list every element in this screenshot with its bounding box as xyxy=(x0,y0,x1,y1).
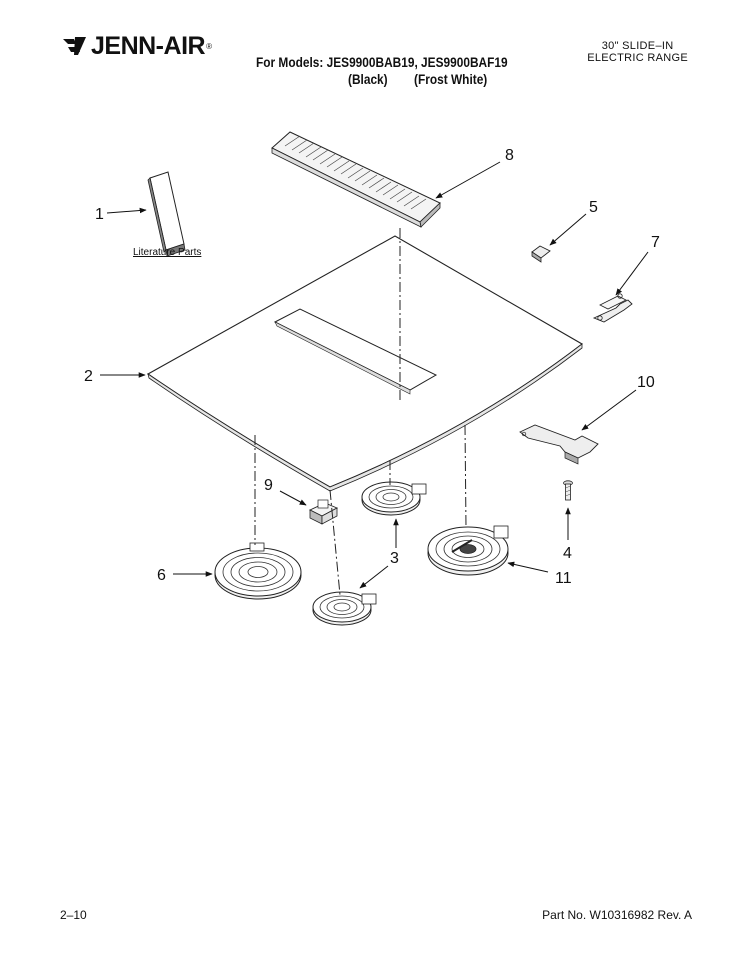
leader-1 xyxy=(106,207,147,214)
callout-2: 2 xyxy=(84,368,93,385)
alignment-lines xyxy=(254,228,467,596)
product-line-1: 30" SLIDE–IN xyxy=(601,40,674,52)
clip-part xyxy=(531,245,551,263)
large-heating-element xyxy=(214,542,302,600)
callout-9: 9 xyxy=(264,477,273,494)
literature-booklet xyxy=(147,171,186,257)
callout-11: 11 xyxy=(555,570,572,587)
part-number: Part No. W10316982 Rev. A xyxy=(542,908,692,922)
callout-10: 10 xyxy=(637,374,655,391)
leader-5 xyxy=(549,213,587,246)
cooktop-glass xyxy=(146,235,583,492)
brand-logo: JENN-AIR® xyxy=(62,32,212,60)
callout-8: 8 xyxy=(505,147,514,164)
callout-5: 5 xyxy=(589,199,598,216)
jenn-air-logo-icon xyxy=(63,37,86,55)
page-number: 2–10 xyxy=(60,908,87,922)
callout-4: 4 xyxy=(563,545,572,562)
model-variants: (Black) (Frost White) xyxy=(348,71,487,88)
product-type: 30" SLIDE–IN ELECTRIC RANGE xyxy=(587,40,688,64)
wire-bracket xyxy=(519,424,599,465)
callout-6: 6 xyxy=(157,567,166,584)
dual-heating-element xyxy=(427,525,509,576)
small-heating-element-rear xyxy=(361,481,427,516)
product-line-2: ELECTRIC RANGE xyxy=(587,52,688,64)
callout-7: 7 xyxy=(651,234,660,251)
small-heating-element-front xyxy=(312,591,377,626)
callout-3: 3 xyxy=(390,550,399,567)
terminal-block xyxy=(308,499,339,525)
variant-black: (Black) xyxy=(348,72,388,87)
variant-frost-white: (Frost White) xyxy=(414,72,488,87)
leader-8 xyxy=(435,161,501,199)
leader-9 xyxy=(279,490,307,506)
vent-grille xyxy=(271,131,441,228)
leader-7 xyxy=(615,251,649,296)
screw xyxy=(563,480,573,501)
models-line: For Models: JES9900BAB19, JES9900BAF19 xyxy=(256,55,508,70)
brand-name: JENN-AIR xyxy=(91,32,206,60)
leader-10 xyxy=(581,389,637,431)
leader-11 xyxy=(507,561,549,573)
mounting-bracket xyxy=(592,293,633,323)
leader-3-lower xyxy=(359,565,389,589)
brand-registered-mark: ® xyxy=(206,41,212,51)
callout-1: 1 xyxy=(95,206,104,223)
literature-parts-label: Literature Parts xyxy=(133,247,201,258)
